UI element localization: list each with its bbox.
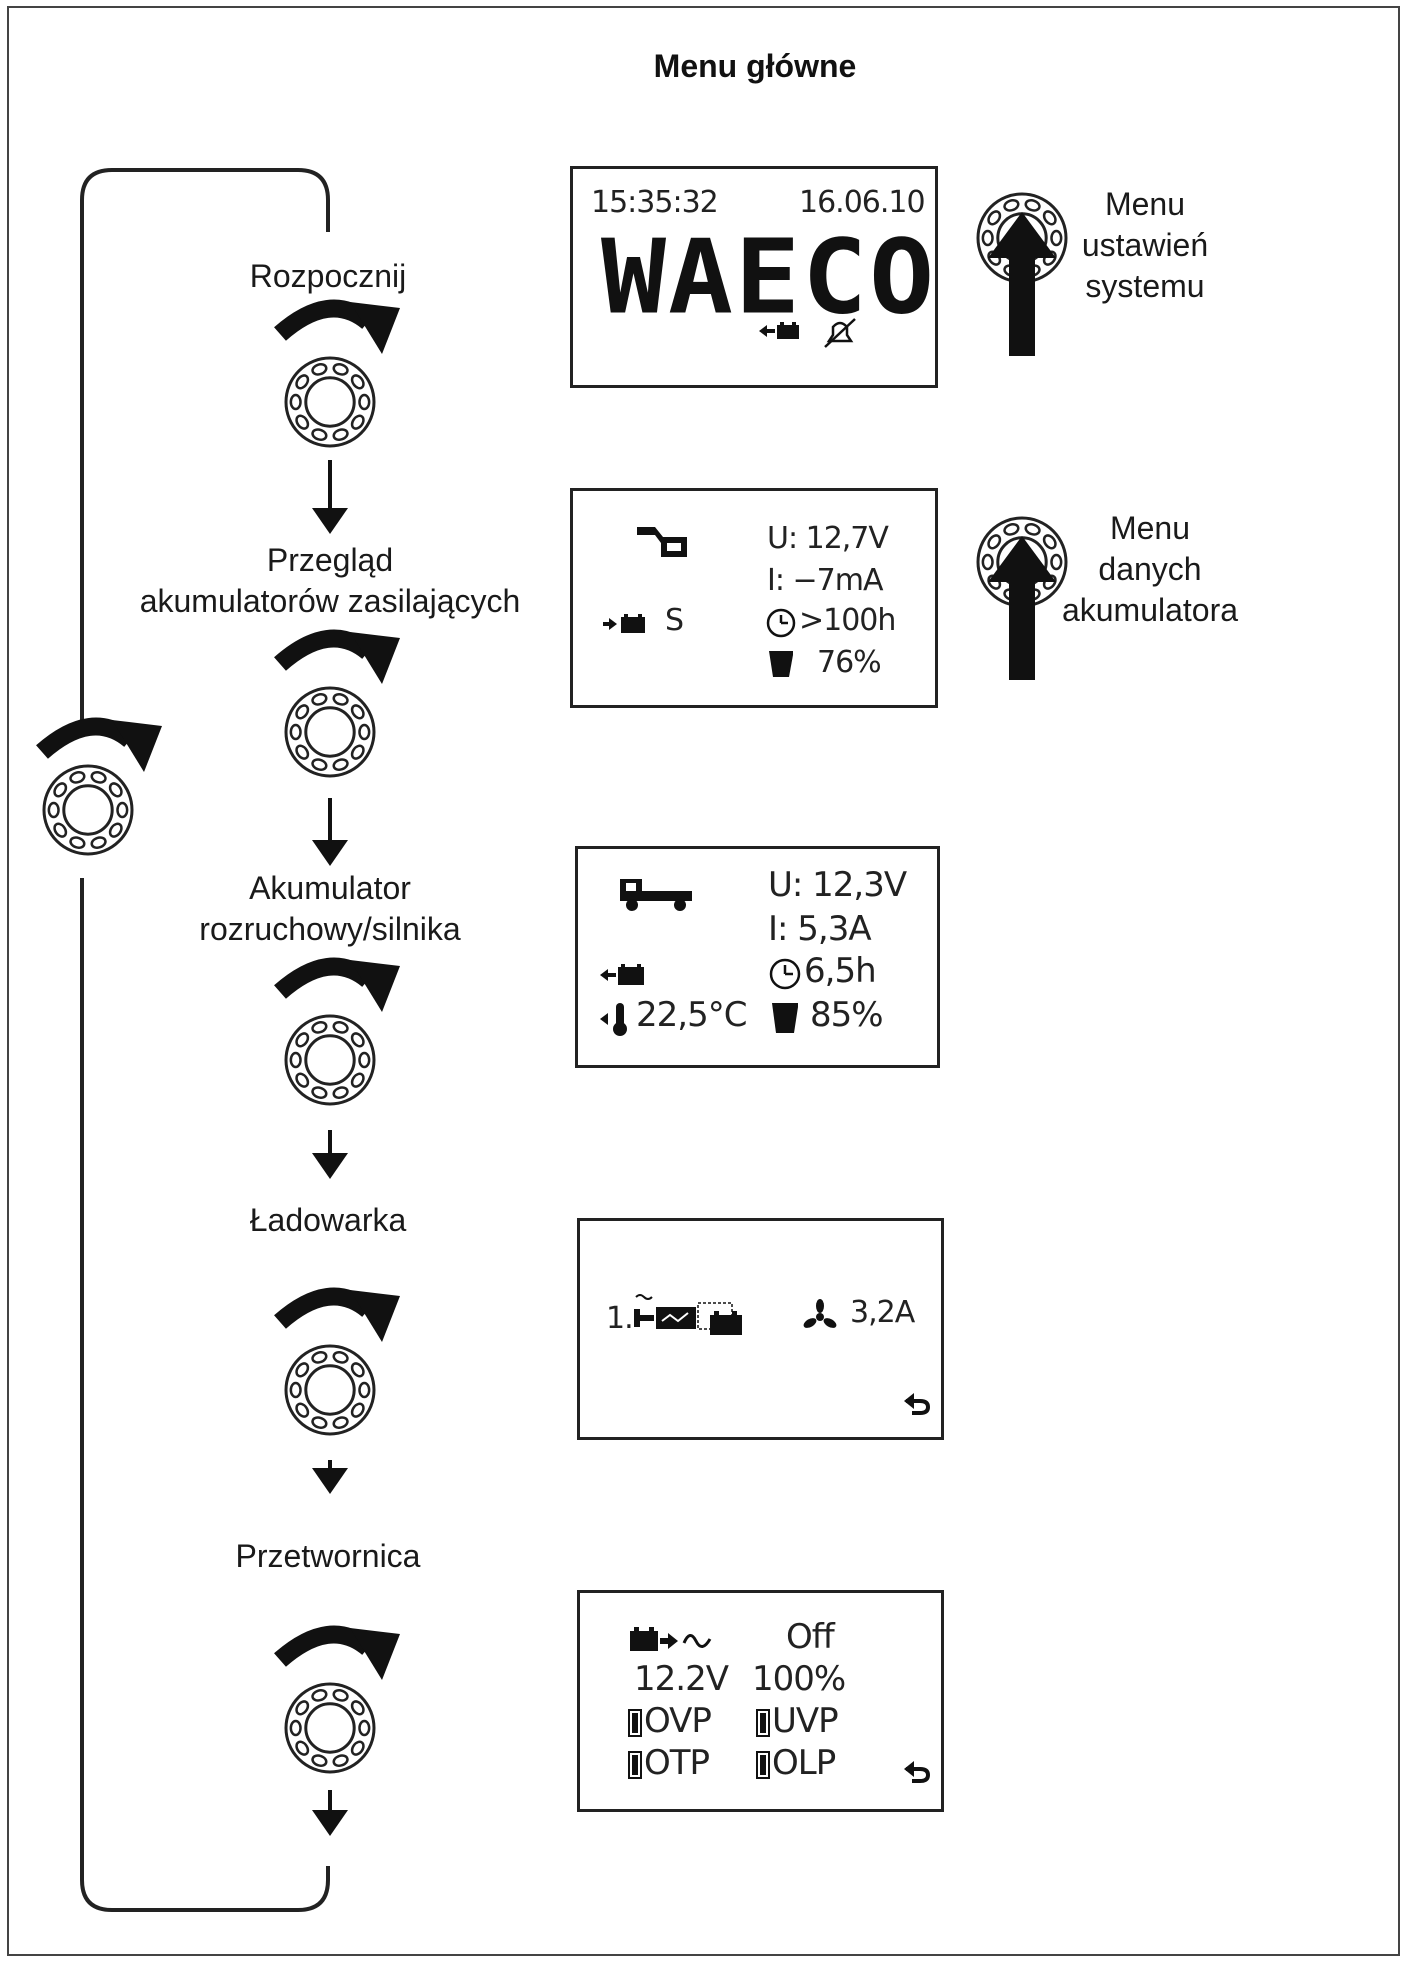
screen-time: 15:35:32 [591, 185, 719, 220]
rotary-knob-icon[interactable] [284, 356, 376, 448]
up-arrow-icon [988, 536, 1056, 680]
inverter-status: Off [786, 1617, 835, 1657]
step-label-start: Rozpocznij [249, 258, 407, 294]
charge-level-icon [769, 651, 793, 677]
screen-date: 16.06.10 [799, 185, 926, 220]
charge-readout: 76% [817, 645, 882, 680]
screen-start: 15:35:32 16.06.10 WAECO [570, 166, 938, 388]
thermometer-icon [600, 1003, 627, 1036]
step-label-service-battery: Przegląd akumulatorów zasilających [139, 542, 521, 619]
camper-icon [637, 527, 687, 557]
indicator-icon [628, 1751, 642, 1779]
voltage-readout: U: 12,7V [767, 521, 889, 556]
rotate-arrow-icon [274, 957, 400, 1012]
step-label-starter-battery: Akumulator rozruchowy/silnika [199, 870, 461, 947]
time-remaining-readout: >100h [799, 603, 896, 638]
charger-prefix: 1. [606, 1301, 634, 1336]
screen-service-battery: U: 12,7V I: −7mA S >100h 76% [570, 488, 938, 708]
rotary-knob-icon[interactable] [284, 1682, 376, 1774]
battery-to-ac-icon [630, 1627, 712, 1651]
step-label-inverter: Przetwornica [235, 1538, 421, 1574]
rotate-arrow-icon [274, 1625, 400, 1680]
charge-level-icon [772, 1003, 798, 1033]
truck-icon [620, 879, 692, 911]
indicator-icon [756, 1751, 770, 1779]
charger-flow-icon [634, 1294, 742, 1335]
battery-arrow-icon [600, 964, 644, 985]
down-arrow-icon [312, 1130, 348, 1179]
battery-arrow-icon [759, 322, 799, 339]
diagram-frame [7, 6, 1400, 1956]
down-arrow-icon [312, 1460, 348, 1494]
rotary-knob-icon[interactable] [284, 686, 376, 778]
battery-type-label: S [665, 603, 684, 638]
rotate-arrow-icon [274, 1287, 400, 1342]
charger-current-readout: 3,2A [850, 1295, 915, 1330]
clock-icon [766, 608, 796, 638]
current-readout: I: −7mA [767, 563, 883, 598]
screen-charger: 1. 3,2A [577, 1218, 944, 1440]
return-icon[interactable] [902, 1759, 932, 1785]
up-arrow-icon [988, 212, 1056, 356]
down-arrow-icon [312, 460, 348, 534]
down-arrow-icon [312, 798, 348, 866]
waeco-logo: WAECO [601, 218, 937, 338]
screen-inverter: Off 12.2V 100% OVP UVP OTP OLP [577, 1590, 944, 1812]
screen-starter-battery: U: 12,3V I: 5,3A 6,5h 22,5°C 85% [575, 846, 940, 1068]
inverter-power: 100% [752, 1659, 846, 1699]
rotary-knob-icon[interactable] [284, 1014, 376, 1106]
time-readout: 6,5h [804, 951, 877, 991]
rotate-arrow-icon [274, 629, 400, 684]
step-label-charger: Ładowarka [249, 1202, 407, 1238]
rotate-arrow-icon [36, 717, 162, 772]
voltage-readout: U: 12,3V [768, 865, 907, 905]
rotate-arrow-icon [274, 299, 400, 354]
battery-arrow-icon [603, 614, 645, 633]
current-readout: I: 5,3A [768, 909, 872, 949]
indicator-icon [628, 1709, 642, 1737]
rotary-knob-icon[interactable] [284, 1344, 376, 1436]
charge-readout: 85% [810, 995, 884, 1035]
indicator-icon [756, 1709, 770, 1737]
system-settings-menu-label: Menu ustawień systemu [1081, 186, 1209, 304]
down-arrow-icon [312, 1790, 348, 1836]
fan-icon [803, 1299, 837, 1328]
inverter-voltage: 12.2V [634, 1659, 729, 1699]
temperature-readout: 22,5°C [636, 995, 747, 1035]
battery-data-menu-label: Menu danych akumulatora [1061, 510, 1239, 628]
return-icon[interactable] [902, 1391, 932, 1417]
rotary-knob-icon[interactable] [42, 764, 134, 856]
clock-icon [769, 958, 801, 990]
page-title: Menu główne [653, 48, 857, 84]
bell-muted-icon [824, 318, 856, 348]
